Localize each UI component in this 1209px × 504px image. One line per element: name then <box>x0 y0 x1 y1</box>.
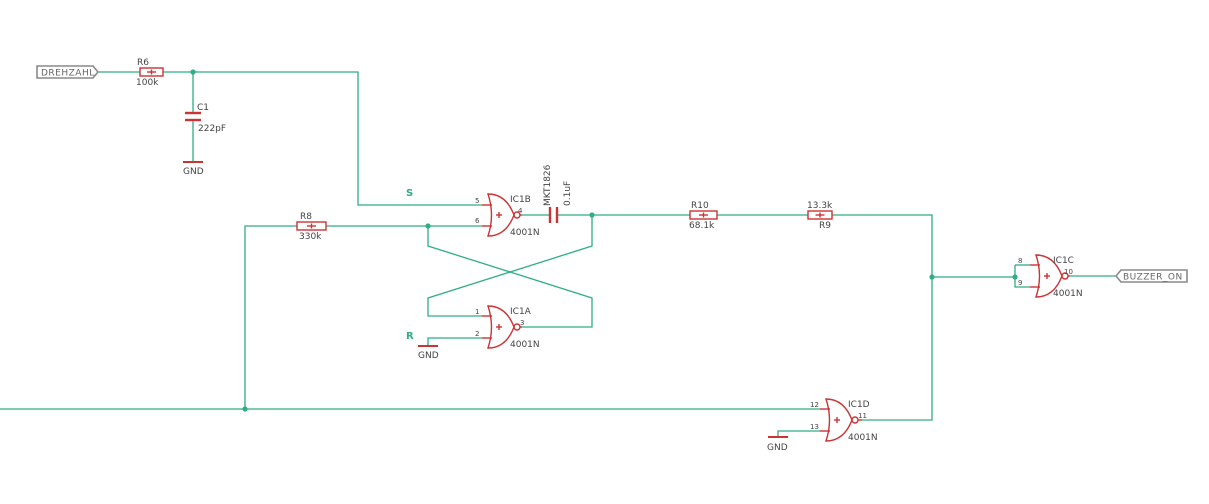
ground-label: GND <box>767 443 788 453</box>
pin-number: 4 <box>518 207 523 215</box>
junction-dot <box>929 274 935 280</box>
resistor-r8: R8 330k <box>296 212 327 242</box>
junction-dot <box>1012 274 1018 280</box>
pin-number: 11 <box>858 412 867 420</box>
capacitor-name: C1 <box>197 103 209 113</box>
gate-part: 4001N <box>848 433 878 443</box>
ground-label: GND <box>418 351 439 361</box>
pin-number: 2 <box>475 330 479 338</box>
port-label: BUZZER_ON <box>1123 273 1183 283</box>
net-label-s: S <box>406 188 413 199</box>
capacitor-c2: MKT1826 0.1uF <box>543 164 573 223</box>
gate-name: IC1D <box>848 400 870 410</box>
pin-number: 5 <box>475 197 479 205</box>
capacitor-value: 222pF <box>198 124 226 134</box>
pin-number: 6 <box>475 217 480 225</box>
junction-dot <box>425 223 431 229</box>
gate-name: IC1A <box>510 307 532 317</box>
ground-symbol-c1: GND <box>183 161 204 177</box>
resistor-r10: R10 68.1k <box>689 201 718 231</box>
resistor-name: R8 <box>300 212 312 222</box>
gate-part: 4001N <box>510 228 540 238</box>
resistor-name: R9 <box>819 221 831 231</box>
pin-number: 3 <box>520 319 524 327</box>
capacitor-value: 0.1uF <box>563 181 573 206</box>
junctions <box>190 69 1018 412</box>
resistor-r9: 13.3k R9 <box>807 201 833 231</box>
pin-number: 12 <box>810 401 819 409</box>
junction-dot <box>589 212 595 218</box>
resistor-name: R10 <box>691 201 709 211</box>
pin-number: 8 <box>1018 257 1022 265</box>
gate-name: IC1B <box>510 195 531 205</box>
pin-number: 13 <box>810 423 819 431</box>
nor-gate-ic1c: 8 9 10 IC1C 4001N <box>1018 254 1083 299</box>
nor-gate-ic1b: 5 6 4 IC1B 4001N <box>475 193 540 238</box>
resistor-value: 330k <box>299 232 322 242</box>
nor-gate-ic1a: 1 2 3 IC1A 4001N <box>475 305 540 350</box>
port-label: DREHZAHL <box>41 69 95 79</box>
capacitor-c1: C1 222pF <box>185 103 226 134</box>
gate-name: IC1C <box>1053 256 1074 266</box>
ground-label: GND <box>183 167 204 177</box>
resistor-name: R6 <box>137 58 149 68</box>
capacitor-name: MKT1826 <box>543 164 553 206</box>
pin-number: 10 <box>1064 268 1073 276</box>
junction-dot <box>242 406 248 412</box>
gate-part: 4001N <box>510 340 540 350</box>
gate-part: 4001N <box>1053 289 1083 299</box>
ground-symbol-ic1a: GND <box>418 345 439 361</box>
port-drehzahl: DREHZAHL <box>36 65 100 79</box>
net-label-r: R <box>406 331 414 342</box>
wires <box>0 71 1116 437</box>
pin-number: 1 <box>475 308 479 316</box>
pin-number: 9 <box>1018 279 1022 287</box>
resistor-value: 100k <box>136 78 159 88</box>
resistor-r6: R6 100k <box>136 58 164 88</box>
port-buzzer-on: BUZZER_ON <box>1114 269 1188 283</box>
nor-gate-ic1d: 12 13 11 IC1D 4001N <box>810 398 878 443</box>
ground-symbol-ic1d: GND <box>767 436 788 453</box>
junction-dot <box>190 69 196 75</box>
resistor-value: 13.3k <box>807 201 833 211</box>
resistor-value: 68.1k <box>689 221 715 231</box>
